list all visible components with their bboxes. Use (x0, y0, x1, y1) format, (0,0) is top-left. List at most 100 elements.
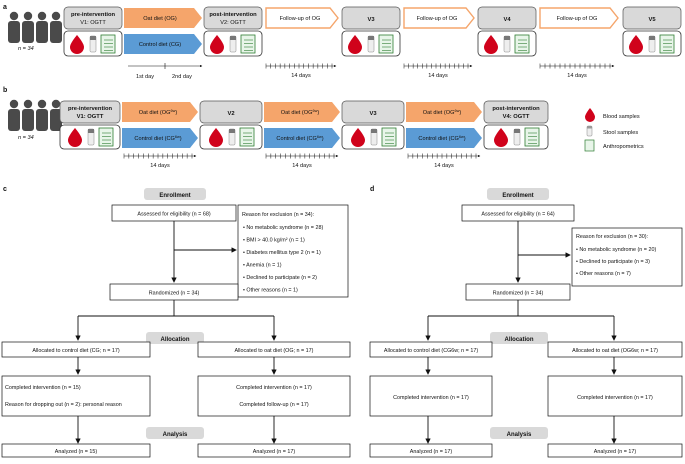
timeline-label: 14 days (434, 163, 454, 169)
legend-stool-cap-icon (587, 126, 592, 129)
clipboard-icon (100, 34, 116, 54)
timeline-label: 14 days (292, 163, 312, 169)
blood-drop-icon (210, 35, 224, 54)
a-oat-arrow (124, 8, 202, 28)
exclusion-item: • BMI > 40.0 kg/m² (n = 1) (243, 238, 305, 244)
timeline-label: 14 days (428, 73, 448, 79)
exclusion-item: • Anemia (n = 1) (243, 263, 282, 269)
tube-cap-icon (371, 129, 377, 133)
d-exclusion-title: Reason for exclusion (n = 30): (576, 234, 648, 240)
d-analyzed-oat-box (547, 443, 683, 458)
participants-icon (8, 11, 62, 43)
c-allocation: Allocation (160, 337, 189, 343)
blood-drop-icon (629, 35, 643, 54)
d-completed-control: Completed intervention (n = 17) (393, 395, 469, 401)
a-control-arrow (124, 34, 202, 54)
a-v3: V3 (367, 17, 375, 23)
c-enrollment: Enrollment (159, 193, 190, 199)
a-followup-arrow-3 (539, 7, 619, 29)
d-analysis: Analysis (507, 432, 532, 438)
c-analyzed-control-box (1, 443, 151, 458)
exclusion-item: • Diabetes mellitus type 2 (n = 1) (243, 250, 321, 256)
b-control-arrow-1 (122, 128, 198, 148)
blood-drop-icon (70, 35, 84, 54)
clipboard-icon (659, 34, 675, 54)
exclusion-item: • Other reasons (n = 1) (243, 288, 298, 294)
d-analyzed-control-box (369, 443, 493, 458)
timeline-label: 14 days (567, 73, 587, 79)
c-completed-followup: Completed follow-up (n = 17) (239, 402, 309, 408)
c-analysis: Analysis (163, 432, 188, 438)
b-control-arrow-3 (406, 128, 482, 148)
d-allocation: Allocation (504, 337, 533, 343)
b-pre-box (59, 100, 121, 124)
c-exclusion-title: Reason for exclusion (n = 34): (242, 212, 314, 218)
clipboard-icon (514, 34, 530, 54)
exclusion-item: • Declined to participate (n = 2) (243, 275, 317, 281)
tube-cap-icon (504, 36, 510, 40)
a-v5-box (622, 6, 682, 30)
c-completed-control-box (1, 375, 151, 417)
d-alloc-oat-box (547, 341, 683, 358)
tube-cap-icon (90, 36, 96, 40)
d-randomized: Randomized (n = 34) (493, 291, 544, 297)
clipboard-icon (240, 34, 256, 54)
a-followup-3: Follow-up of OG (557, 16, 598, 22)
panel-b-n: n = 34 (18, 135, 34, 141)
b-post-line2: V4: OGTT (503, 114, 530, 120)
a-oat-label: Oat diet (OG) (143, 16, 177, 22)
tube-cap-icon (368, 36, 374, 40)
c-analyzed-oat-box (197, 443, 351, 458)
d-enrollment: Enrollment (502, 193, 533, 199)
timeline-label: 14 days (150, 163, 170, 169)
exclusion-item: • No metabolic syndrome (n = 20) (576, 247, 656, 253)
legend: Blood samples Stool samples Anthropometr… (584, 108, 644, 152)
d-allocation-box (490, 332, 548, 344)
panel-a-n: n = 34 (18, 46, 34, 52)
a-followup-arrow-1 (265, 7, 339, 29)
c-alloc-control: Allocated to control diet (CG; n = 17) (32, 348, 120, 354)
legend-stool: Stool samples (603, 130, 638, 136)
participants-icon-b (8, 99, 62, 131)
blood-drop-icon (484, 35, 498, 54)
c-completed-oat: Completed intervention (n = 17) (236, 385, 312, 391)
d-enrollment-box (487, 188, 549, 200)
legend-blood: Blood samples (603, 114, 640, 120)
b-oat-arrow-2 (264, 102, 340, 122)
c-allocation-box (146, 332, 204, 344)
a-followup-2: Follow-up of OG (417, 16, 458, 22)
d-analyzed-oat: Analyzed (n = 17) (594, 449, 637, 455)
legend-clipboard-icon (584, 139, 595, 152)
a-control-label: Control diet (CG) (139, 42, 181, 48)
legend-anthro: Anthropometrics (603, 144, 644, 150)
b-v3-box (341, 100, 405, 124)
b-v2-box (199, 100, 263, 124)
a-post-line2: V2: OGTT (220, 20, 246, 26)
d-completed-control-box (369, 375, 493, 417)
c-completed-oat-box (197, 375, 351, 417)
b-control-label-2: Control diet (CG6w) (276, 135, 323, 142)
clipboard-icon (239, 127, 255, 147)
a-pre-box (63, 6, 123, 30)
clipboard-icon (524, 127, 540, 147)
d-analyzed-control: Analyzed (n = 17) (410, 449, 453, 455)
exclusion-item: • No metabolic syndrome (n = 28) (243, 225, 323, 231)
b-control-arrow-2 (264, 128, 340, 148)
tube-cap-icon (514, 129, 520, 133)
b-control-label-1: Control diet (CG6w) (134, 135, 181, 142)
b-oat-label-2: Oat diet (OG6w) (281, 109, 320, 116)
c-enrollment-box (144, 188, 206, 200)
d-completed-oat: Completed intervention (n = 17) (577, 395, 653, 401)
b-control-label-3: Control diet (CG6w) (418, 135, 465, 142)
d-assessed: Assessed for eligibility (n = 64) (481, 212, 554, 218)
panel-b-letter: b (3, 87, 7, 94)
a-post-line1: post-intervention (209, 12, 257, 18)
blood-drop-icon (351, 128, 365, 147)
d-exclusion-list: • No metabolic syndrome (n = 20)• Declin… (576, 247, 656, 277)
panel-c-letter: c (3, 186, 7, 193)
tube-cap-icon (649, 36, 655, 40)
b-post-box (483, 100, 549, 124)
c-completed-control: Completed intervention (n = 15) (5, 385, 81, 391)
blood-drop-icon (348, 35, 362, 54)
